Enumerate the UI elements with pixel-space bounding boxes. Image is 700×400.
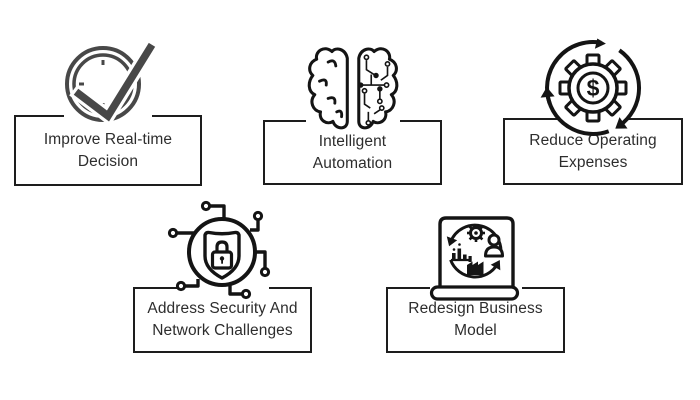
label-box-intelligent-automation: Intelligent Automation: [263, 118, 442, 185]
clock-check-icon: [65, 38, 160, 127]
border-gap: [176, 285, 269, 293]
brain-circuit-icon: [307, 47, 399, 130]
dollar-symbol: $: [587, 75, 600, 101]
card-label: Redesign Business Model: [408, 300, 543, 339]
document-transformation-icon: [429, 216, 520, 301]
gear-dollar-cycle-icon: $: [540, 38, 642, 136]
card-label: Improve Real-time Decision: [43, 130, 173, 170]
border-gap: [305, 118, 400, 126]
card-label: Intelligent Automation: [312, 132, 393, 172]
card-label: Reduce Operating Expenses: [529, 131, 657, 171]
card-label: Address Security And Network Challenges: [147, 300, 298, 339]
shield-lock-network-icon: [167, 200, 271, 300]
label-box-address-security: Address Security And Network Challenges: [133, 285, 312, 353]
